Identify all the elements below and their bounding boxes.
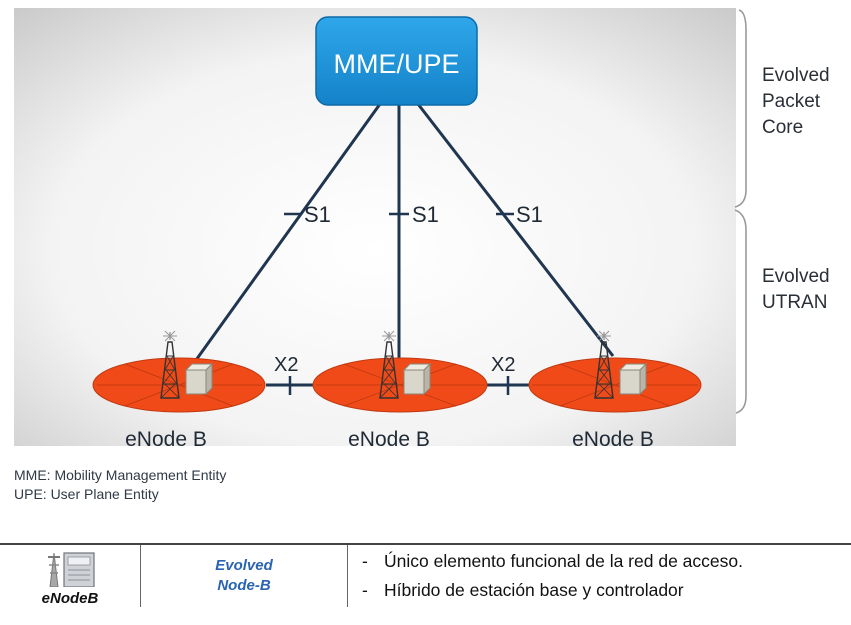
enodeb-2: eNode B — [312, 330, 488, 451]
enodeb-icon-caption: eNodeB — [41, 590, 99, 607]
enodeb-3: eNode B — [528, 330, 702, 451]
utran-region-line2: UTRAN — [762, 292, 827, 313]
bullet-text: Único elemento funcional de la red de ac… — [384, 551, 743, 571]
element-name-line1: Evolved — [215, 557, 273, 574]
enodeb-info-table: eNodeB Evolved Node-B -Único elemento fu… — [0, 543, 851, 607]
element-name-cell: Evolved Node-B — [140, 543, 348, 607]
x2-label-right: X2 — [491, 354, 515, 376]
mme-upe-box — [315, 16, 478, 106]
s1-label-right: S1 — [516, 202, 543, 227]
architecture-diagram: S1 S1 S1 MME/UPE X2 X2 eNode B — [14, 8, 830, 451]
enodeb-label: eNode B — [125, 428, 207, 451]
enodeb-1: eNode B — [92, 330, 266, 451]
core-region-line2: Packet — [762, 91, 821, 112]
description-bullet-2: -Híbrido de estación base y controlador — [362, 576, 850, 605]
enodeb-icon — [48, 552, 95, 588]
region-braces: Evolved Packet Core Evolved UTRAN — [734, 9, 830, 414]
s1-link-left — [184, 103, 382, 375]
abbreviation-legend: MME: Mobility Management Entity UPE: Use… — [14, 466, 226, 504]
icon-cell: eNodeB — [0, 543, 141, 607]
bullet-dash: - — [362, 580, 368, 600]
base-station-cabinet-icon — [185, 363, 213, 395]
utran-brace — [734, 209, 747, 414]
mme-upe-node: MME/UPE — [315, 16, 478, 106]
legend-upe: UPE: User Plane Entity — [14, 486, 159, 502]
mme-upe-label: MME/UPE — [333, 49, 459, 79]
description-bullet-1: -Único elemento funcional de la red de a… — [362, 547, 850, 576]
x2-links: X2 X2 — [266, 354, 530, 395]
enodeb-label: eNode B — [572, 428, 654, 451]
x2-label-left: X2 — [274, 354, 298, 376]
description-cell: -Único elemento funcional de la red de a… — [347, 543, 851, 607]
core-brace — [734, 9, 747, 208]
utran-region-line1: Evolved — [762, 266, 830, 287]
enodeb-label: eNode B — [348, 428, 430, 451]
core-region-line3: Core — [762, 117, 803, 138]
s1-link-right — [416, 103, 615, 357]
s1-links: S1 S1 S1 — [184, 103, 615, 375]
s1-label-middle: S1 — [412, 202, 439, 227]
base-station-cabinet-icon — [619, 363, 647, 395]
legend-mme: MME: Mobility Management Entity — [14, 467, 227, 483]
core-region-line1: Evolved — [762, 65, 830, 86]
base-station-cabinet-icon — [403, 363, 431, 395]
bullet-text: Híbrido de estación base y controlador — [384, 580, 684, 600]
s1-label-left: S1 — [304, 202, 331, 227]
table-row: eNodeB Evolved Node-B -Único elemento fu… — [0, 543, 851, 607]
element-name-line2: Node-B — [217, 577, 271, 594]
bullet-dash: - — [362, 551, 368, 571]
